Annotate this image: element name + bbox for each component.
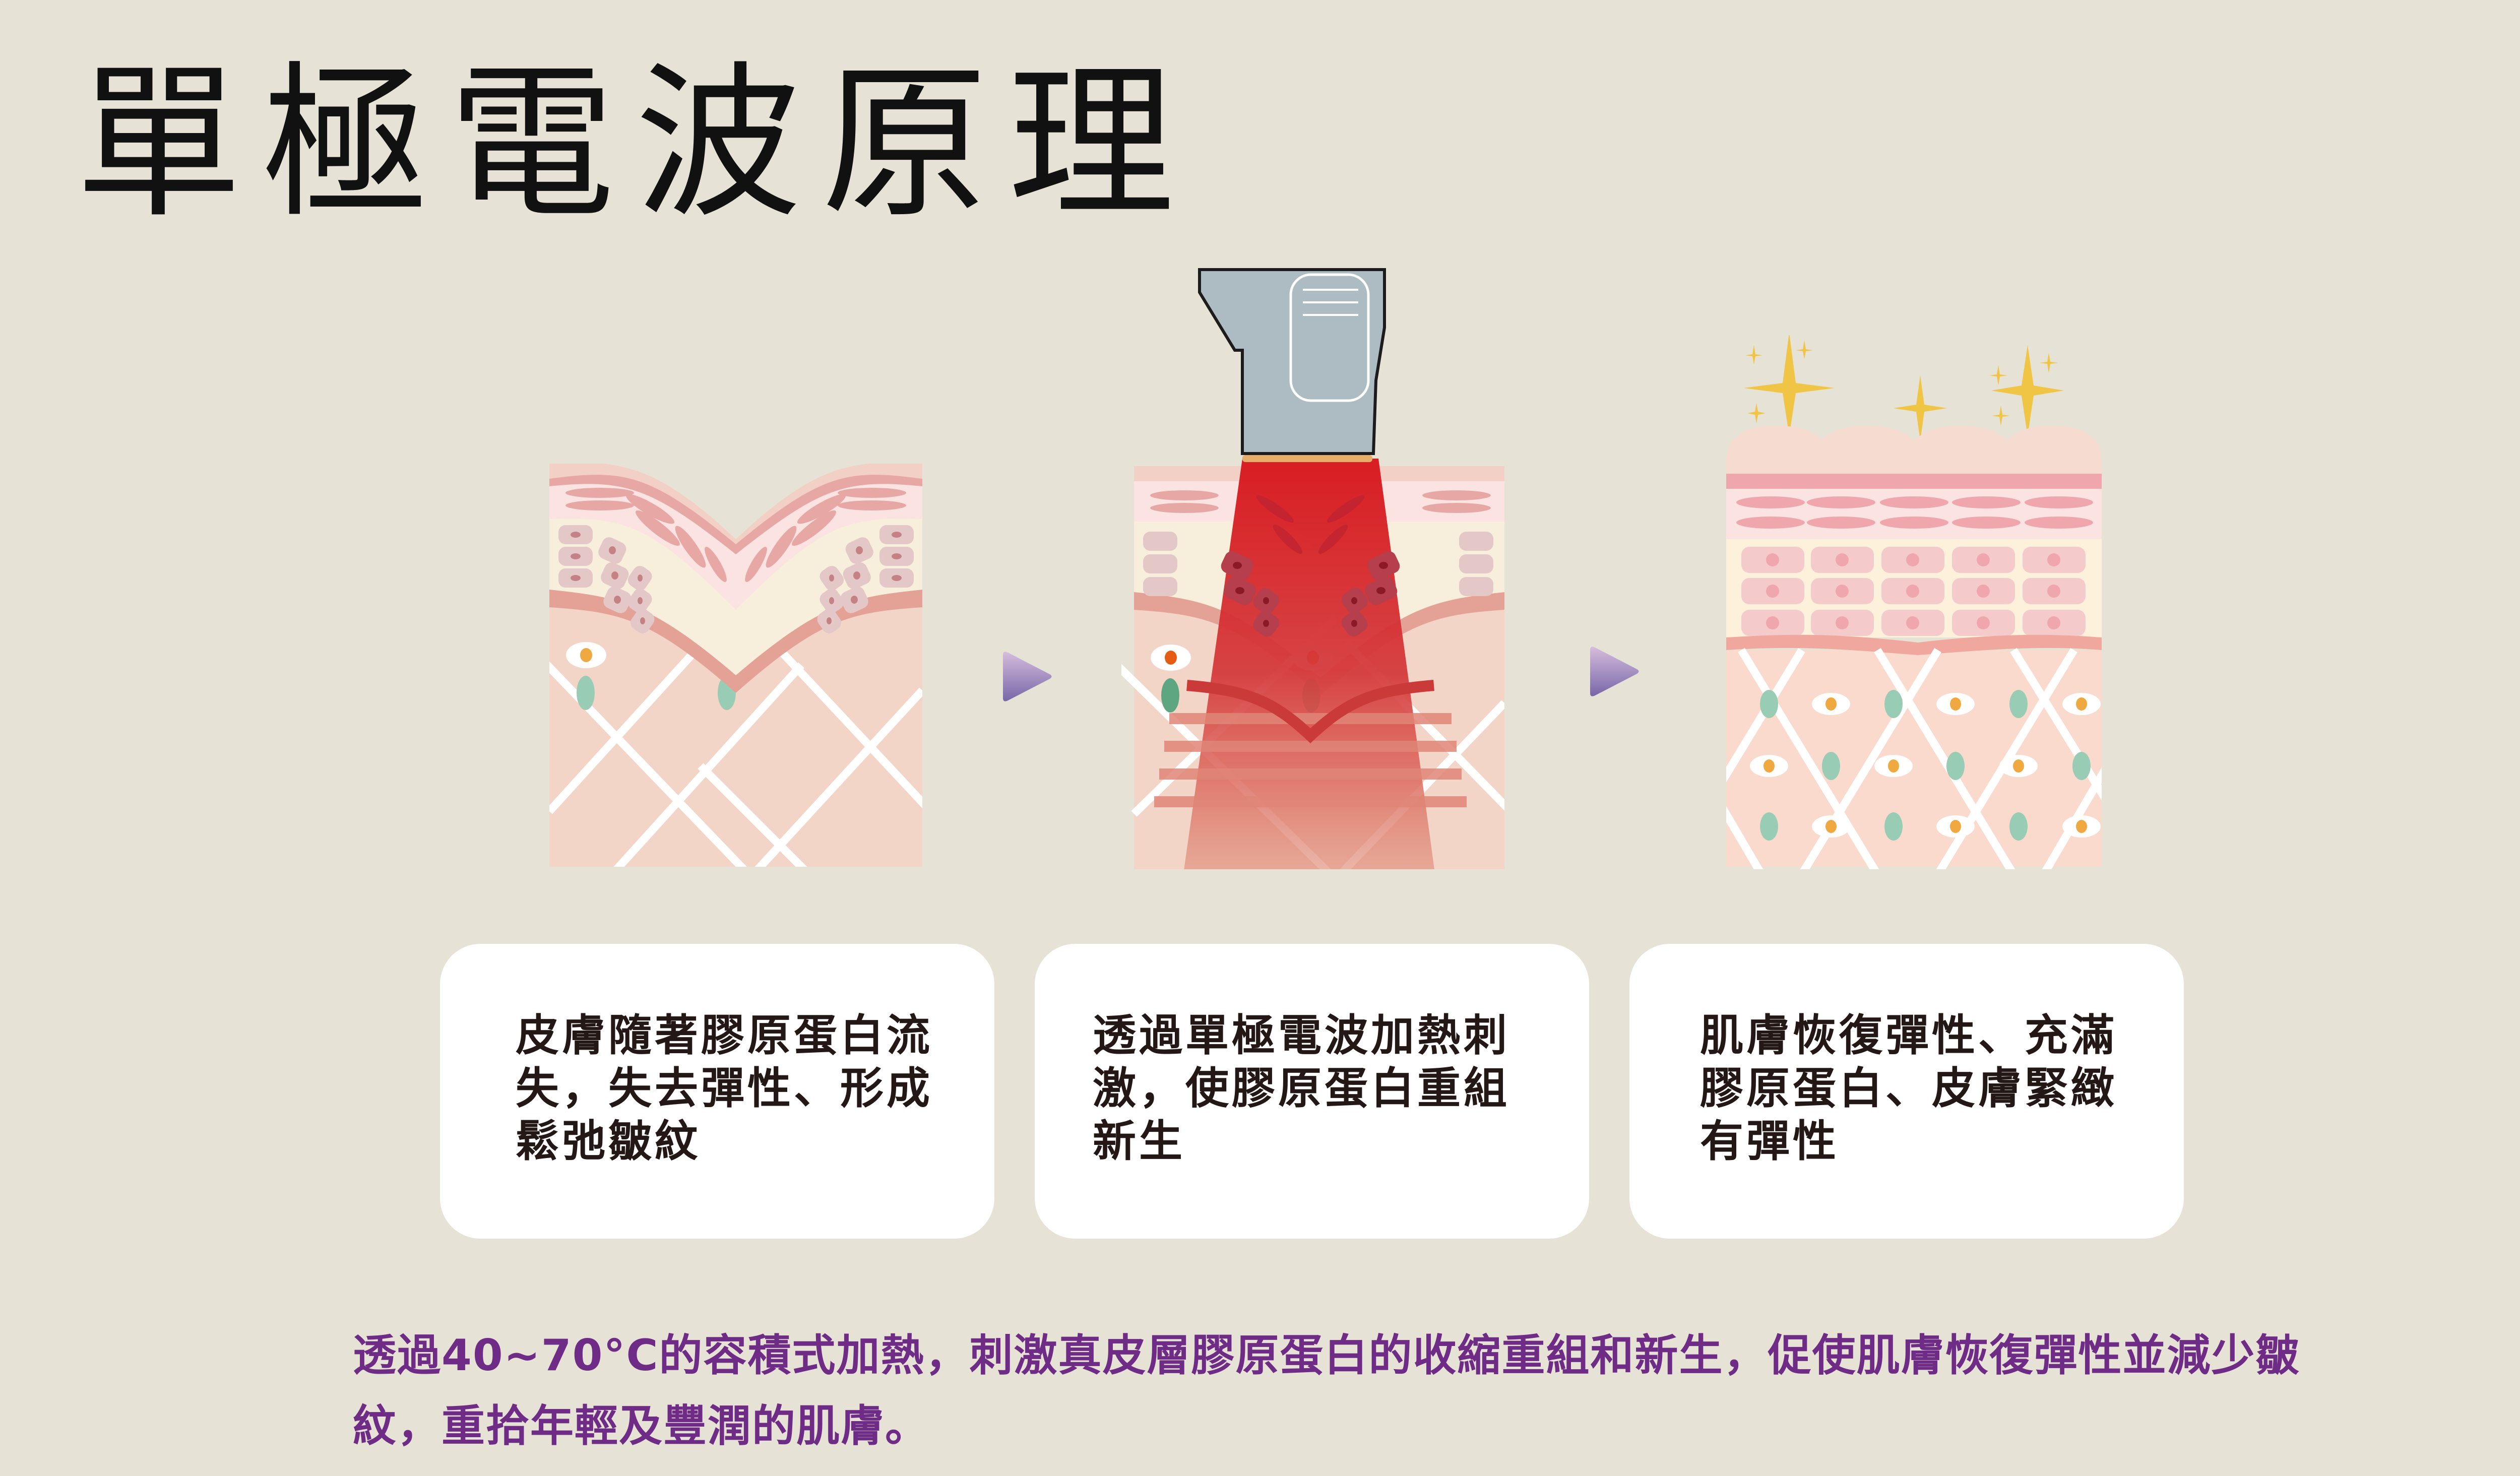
step-description: 皮膚隨著膠原蛋白流失，失去彈性、形成鬆弛皺紋 [516,1010,933,1167]
page-title: 單極電波原理 [76,47,1194,240]
sagging-skin-icon [549,464,922,867]
step-description: 肌膚恢復彈性、充滿膠原蛋白、皮膚緊緻有彈性 [1700,1010,2117,1167]
step-card-before: 皮膚隨著膠原蛋白流失，失去彈性、形成鬆弛皺紋 [440,944,994,1239]
step-description: 透過單極電波加熱刺激，使膠原蛋白重組新生 [1093,1010,1510,1167]
step-card-treatment: 透過單極電波加熱刺激，使膠原蛋白重組新生 [1035,944,1589,1239]
firm-skin-icon [1662,333,2156,877]
illustration-before [549,464,922,867]
rf-device-skin-icon [1081,268,1565,884]
step-card-after: 肌膚恢復彈性、充滿膠原蛋白、皮膚緊緻有彈性 [1629,944,2184,1239]
sparkle-icon [1744,333,2064,441]
summary-text: 透過40~70°C的容積式加熱，刺激真皮層膠原蛋白的收縮重組和新生，促使肌膚恢復… [353,1330,2300,1451]
illustration-after [1662,333,2156,877]
illustration-treatment [1081,257,1565,884]
